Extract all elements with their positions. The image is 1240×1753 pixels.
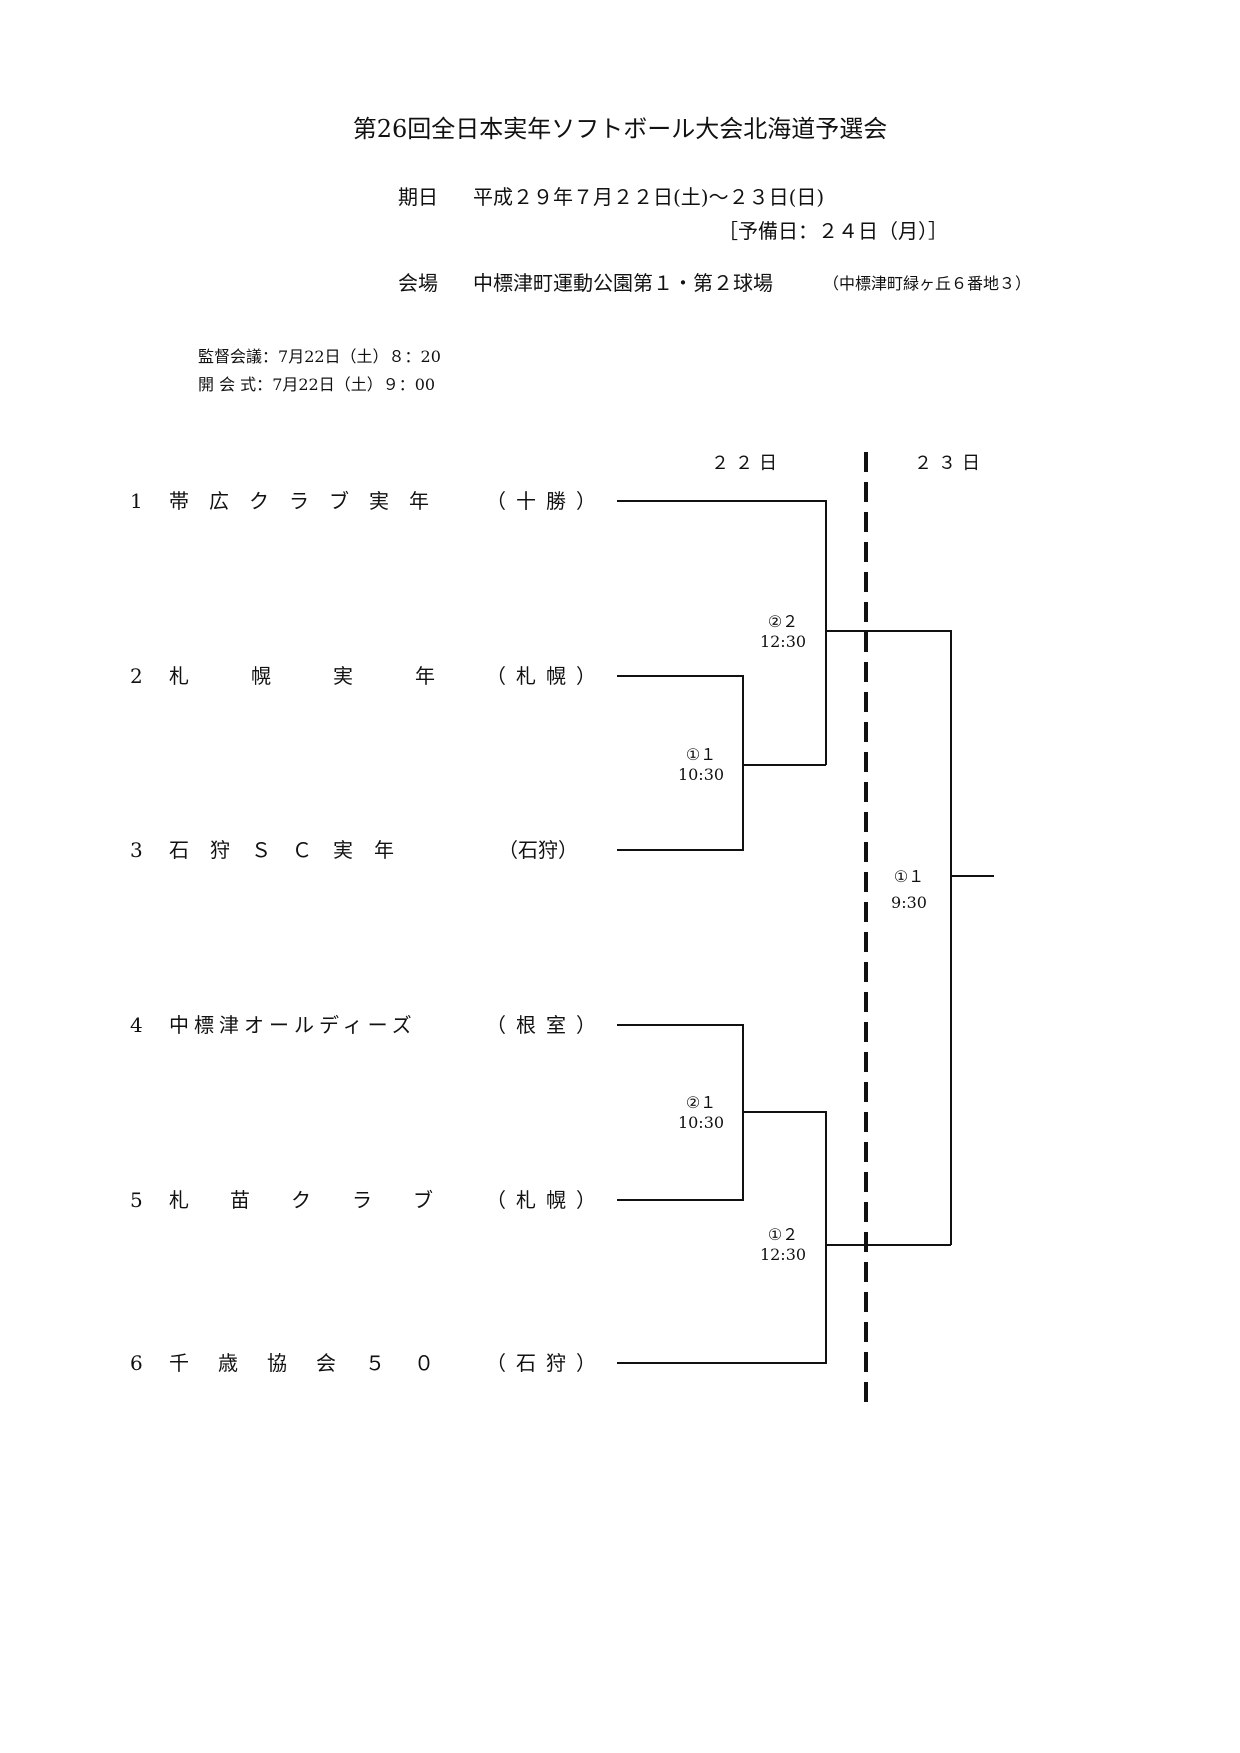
bracket-line-team-5 [617,1112,744,1201]
match-time: 10:30 [677,1113,725,1132]
match-time: 9:30 [891,892,927,912]
bracket-line-match-3 [743,1111,827,1245]
team-number: 1 [130,489,143,513]
team-number: 3 [130,838,143,862]
meeting-opening: 開 会 式：7月22日（土）９：00 [198,377,435,393]
day-label-22: ２２日 [711,453,783,474]
team-number: 2 [130,664,143,688]
match-code: ①１ [685,745,717,764]
reserve-date: ［予備日：２４日（月）］ [718,219,948,243]
match-label: ②１ 10:30 [656,1093,746,1133]
match-label: ②２ 12:30 [738,612,828,652]
team-region: （石狩） [486,1351,606,1375]
team-region: （根室） [486,1013,606,1037]
bracket-line-match-2 [826,630,952,1245]
meeting-opening-label: 開 会 式： [198,375,273,394]
venue-value: 中標津町運動公園第１・第２球場 [473,271,773,295]
bracket-line-team-4 [617,1024,744,1112]
team-name: 札苗クラブ [169,1188,474,1212]
team-number: 6 [130,1351,143,1375]
team-name: 石狩ＳＣ実年 [169,838,415,862]
bracket-line-team-3 [617,765,744,851]
meeting-managers-label: 監督会議： [198,347,279,366]
meeting-managers-time: 7月22日（土）８：20 [278,347,441,366]
date-label: 期日 [398,185,438,209]
match-code: ②２ [767,612,799,631]
match-code: ②１ [685,1093,717,1112]
match-code: ①２ [767,1225,799,1244]
match-label: ①２ 12:30 [738,1225,828,1265]
team-region: （石狩） [498,838,578,862]
match-time: 12:30 [759,1245,807,1264]
team-number: 5 [130,1188,143,1212]
match-label: ①１ 10:30 [656,745,746,785]
match-time: 12:30 [759,632,807,651]
team-number: 4 [130,1013,143,1037]
match-code: ①１ [893,867,925,886]
bracket-line-team-6 [617,1245,827,1364]
venue-label: 会場 [398,271,438,295]
team-name: 千歳協会５０ [169,1351,463,1375]
team-region: （十勝） [486,489,606,513]
page-title: 第26回全日本実年ソフトボール大会北海道予選会 [352,115,888,143]
meeting-managers: 監督会議：7月22日（土）８：20 [198,349,441,365]
team-name: 帯広クラブ実年 [169,489,449,513]
team-name: 札幌実年 [169,664,497,688]
team-region: （札幌） [486,664,606,688]
bracket-line-team-1 [617,500,827,765]
match-time: 10:30 [677,765,725,784]
team-region: （札幌） [486,1188,606,1212]
match-label-final: ①１ 9:30 [864,864,954,915]
day-label-23: ２３日 [914,453,986,474]
meeting-opening-time: 7月22日（土）９：00 [272,375,436,394]
team-name: 中標津オールディーズ [169,1013,417,1037]
venue-address: （中標津町緑ヶ丘６番地３） [823,274,1032,293]
date-value: 平成２９年７月２２日(土)～２３日(日) [473,185,825,209]
